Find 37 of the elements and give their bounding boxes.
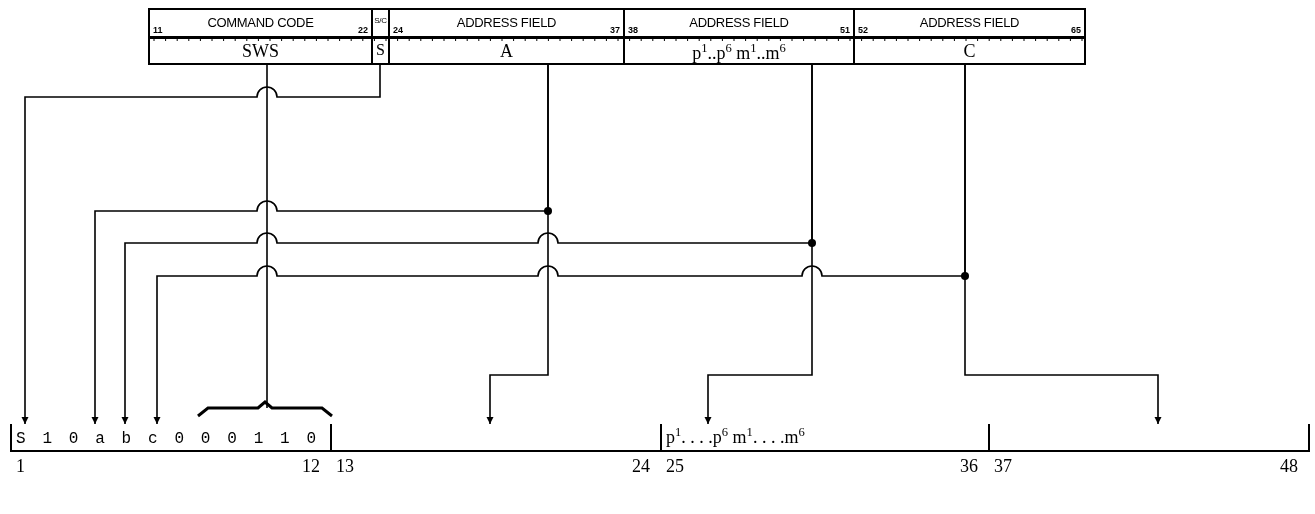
- bit-position: 36: [960, 456, 978, 477]
- instruction-field: [623, 8, 855, 65]
- bit-position: 12: [302, 456, 320, 477]
- connector-arrow: [486, 64, 549, 425]
- field-heading: ADDRESS FIELD: [919, 15, 1020, 30]
- connector-arrow: [964, 64, 1162, 425]
- field-heading: COMMAND CODE: [207, 15, 314, 30]
- field-heading: ADDRESS FIELD: [689, 15, 789, 30]
- bit-position: 48: [1280, 456, 1298, 477]
- field-heading: S/C: [374, 16, 387, 25]
- connector-arrow: [21, 64, 381, 425]
- bit-number: 51: [840, 25, 850, 35]
- bit-position: 25: [666, 456, 684, 477]
- field-value: p$^{1}$..p$^{6}$ m$^{1}$..m$^{6}$: [692, 41, 786, 64]
- field-value: C: [963, 41, 976, 62]
- instruction-field: [148, 8, 373, 65]
- bit-position: 37: [994, 456, 1012, 477]
- bit-number: 22: [358, 25, 368, 35]
- bit-number: 52: [858, 25, 868, 35]
- field-value: S: [376, 41, 385, 59]
- instruction-field: [853, 8, 1086, 65]
- bit-pattern: p$^{1}$. . . .p$^{6}$ m$^{1}$. . . .m$^{6}$: [666, 425, 805, 448]
- bit-number: 65: [1071, 25, 1081, 35]
- bit-position: 1: [16, 456, 25, 477]
- bit-position: 13: [336, 456, 354, 477]
- bit-number: 11: [153, 25, 163, 35]
- field-value: SWS: [242, 41, 279, 62]
- connector-arrow: [704, 64, 813, 425]
- field-heading: ADDRESS FIELD: [456, 15, 557, 30]
- bit-position: 24: [632, 456, 650, 477]
- instruction-field: [388, 8, 625, 65]
- bit-number: 37: [610, 25, 620, 35]
- instruction-field: [371, 8, 390, 65]
- bit-pattern: S 1 0 a b c 0 0 0 1 1 0: [16, 430, 320, 448]
- bit-number: 24: [393, 25, 403, 35]
- bit-number: 38: [628, 25, 638, 35]
- field-value: A: [500, 41, 513, 62]
